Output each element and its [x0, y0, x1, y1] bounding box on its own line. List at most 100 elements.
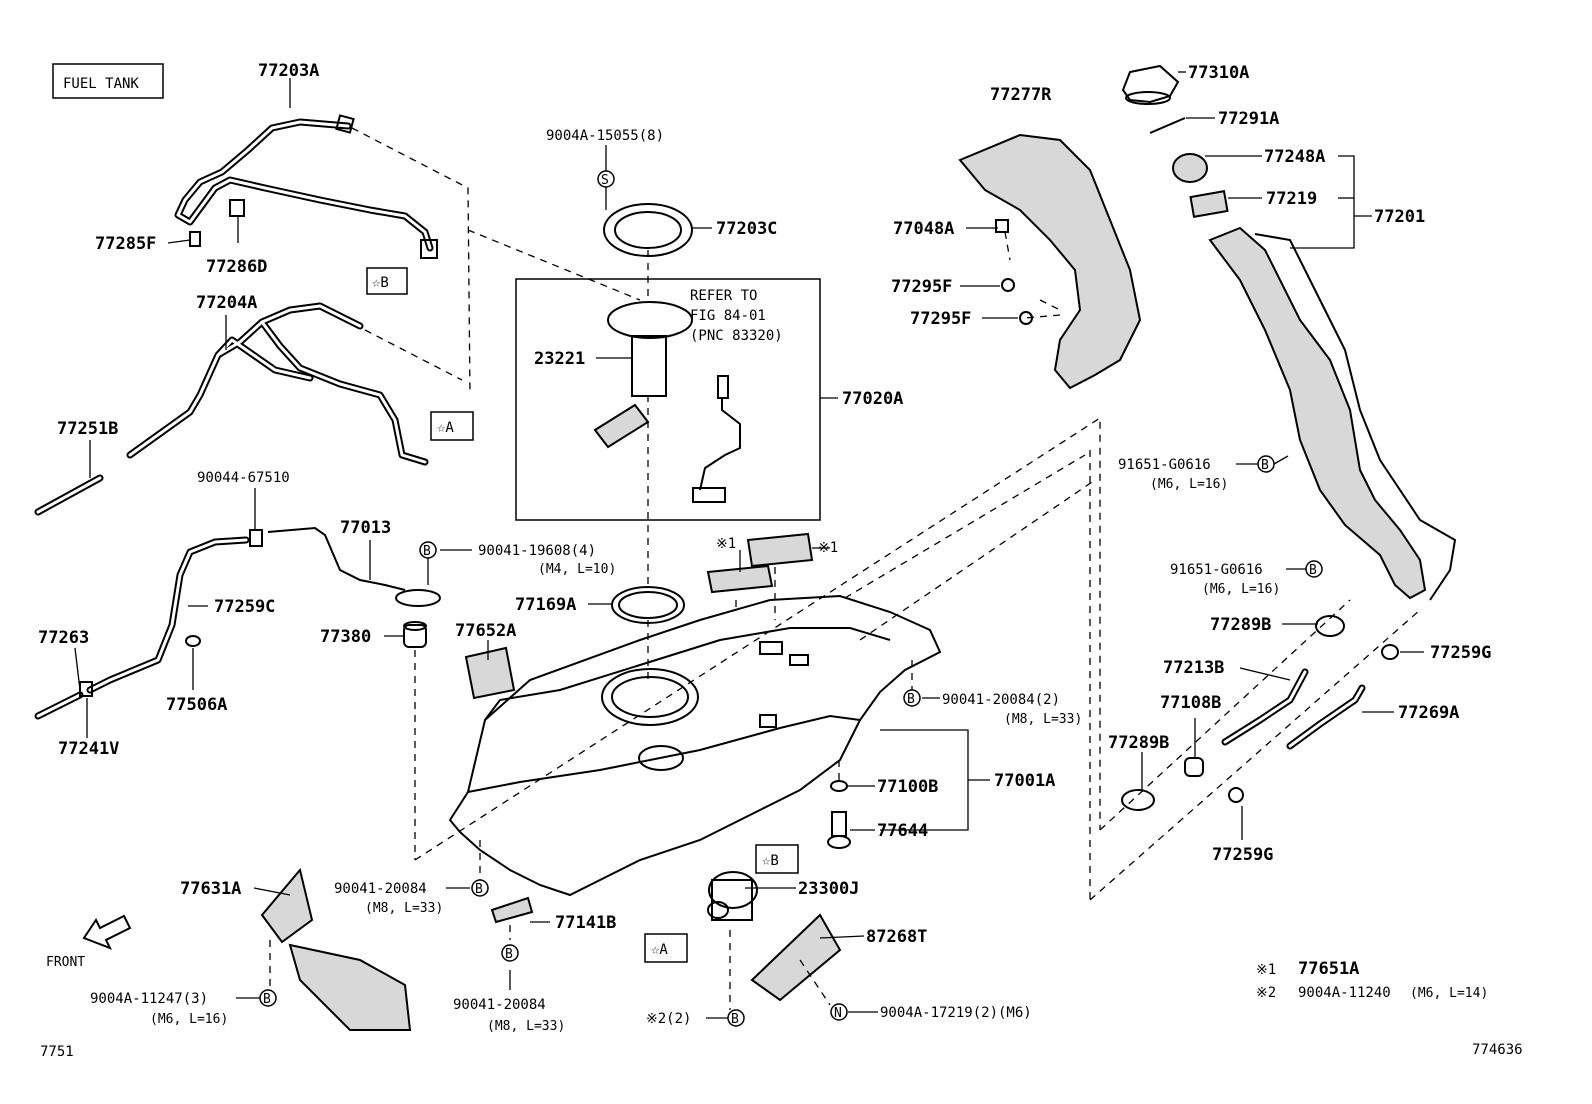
label-91651-G0616-a-spec: (M6, L=16) [1150, 477, 1228, 492]
legend-note2-part: 9004A-11240 [1298, 985, 1391, 1001]
marker-star-b-top: ☆B [366, 267, 408, 295]
gasket-77248A[interactable] [1172, 153, 1208, 183]
svg-text:B: B [423, 544, 431, 559]
washer-77100B[interactable] [830, 780, 848, 792]
label-91651-G0616-b: 91651-G0616 [1170, 562, 1263, 578]
label-91651-G0616-a: 91651-G0616 [1118, 457, 1211, 473]
pads-77651A[interactable] [706, 532, 814, 594]
label-90041-20084-left-spec: (M8, L=33) [365, 901, 443, 916]
svg-text:B: B [505, 947, 513, 962]
strap-77291A[interactable] [1149, 117, 1186, 134]
svg-text:S: S [601, 173, 609, 188]
clip-77259G-b[interactable] [1228, 787, 1244, 803]
gasket-77169A[interactable] [611, 586, 685, 624]
hose-77269A[interactable] [1286, 684, 1366, 750]
refer-line-1: REFER TO [690, 288, 757, 304]
svg-text:B: B [263, 992, 271, 1007]
cap-77310A[interactable] [1121, 64, 1180, 105]
bracket-77141B[interactable] [490, 896, 534, 924]
label-77201: 77201 [1374, 207, 1425, 227]
hose-77213B[interactable] [1221, 668, 1309, 746]
hose-77263[interactable] [34, 691, 84, 720]
fuel-tank-77001A[interactable] [448, 594, 942, 897]
legend-note2-mark: ※2 [1256, 985, 1276, 1001]
clamp-77289B-b[interactable] [1121, 789, 1155, 811]
label-77108B: 77108B [1160, 693, 1221, 713]
part-labels: 77203A 77285F 77286D 77204A 77251B 90044… [38, 61, 1491, 1034]
front-label: FRONT [46, 955, 85, 970]
marker-circle-s: S [597, 170, 615, 188]
clip-77285F[interactable] [189, 231, 201, 247]
canister-23300J[interactable] [707, 871, 758, 921]
retainer-ring-77203C[interactable] [603, 203, 693, 257]
label-77380: 77380 [320, 627, 371, 647]
marker-circle-b-7: B [1257, 455, 1275, 473]
marker-circle-b-6: B [727, 1009, 745, 1027]
label-77644: 77644 [877, 821, 928, 841]
marker-circle-b-2: B [903, 689, 921, 707]
protector-77277R[interactable] [958, 133, 1142, 390]
label-91651-G0616-b-spec: (M6, L=16) [1202, 582, 1280, 597]
label-90044-67510: 90044-67510 [197, 470, 290, 486]
label-77219: 77219 [1266, 189, 1317, 209]
clip-77286D[interactable] [229, 199, 245, 217]
note-mark-1a: ※1 [716, 536, 736, 552]
label-23221: 23221 [534, 349, 585, 369]
label-23300J: 23300J [798, 879, 859, 899]
protector-87268T[interactable] [750, 913, 842, 1002]
label-90041-20084-bottom: 90041-20084 [453, 997, 546, 1013]
label-90041-19608-spec: (M4, L=10) [538, 562, 616, 577]
legend-note1-part: 77651A [1298, 959, 1359, 979]
label-77506A: 77506A [166, 695, 227, 715]
filler-pipe-77201[interactable] [1208, 226, 1457, 601]
protector-77631A[interactable] [260, 867, 412, 1031]
label-77203A: 77203A [258, 61, 319, 81]
label-9004A-11247-spec: (M6, L=16) [150, 1012, 228, 1027]
pad-77652A[interactable] [464, 646, 516, 700]
marker-star-a-top: ☆A [430, 411, 474, 441]
part-77108B[interactable] [1184, 757, 1204, 777]
circle-markers: S B B B B B B N B B [259, 170, 1323, 1027]
section-title-box: FUEL TANK [52, 63, 164, 99]
vent-hose-77259C[interactable] [86, 536, 250, 694]
tube-77013[interactable] [267, 526, 406, 591]
fuel-tube-77203A[interactable] [174, 114, 438, 259]
bolt-77295F-a[interactable] [1001, 278, 1015, 292]
ring-77219[interactable] [1189, 190, 1229, 218]
label-9004A-17219: 9004A-17219(2)(M6) [880, 1005, 1032, 1021]
marker-circle-b-4: B [501, 944, 519, 962]
fitting-90044-67510[interactable] [249, 529, 263, 547]
label-87268T: 87268T [866, 927, 927, 947]
part-77380[interactable] [403, 621, 427, 648]
label-9004A-15055: 9004A-15055(8) [546, 128, 664, 144]
label-77259G-b: 77259G [1212, 845, 1273, 865]
label-77001A: 77001A [994, 771, 1055, 791]
clip-77048A[interactable] [995, 219, 1009, 233]
clamp-77289B-a[interactable] [1315, 615, 1345, 637]
label-77241V: 77241V [58, 739, 119, 759]
label-77259G-a: 77259G [1430, 643, 1491, 663]
marker-circle-b-3: B [471, 879, 489, 897]
label-77259C: 77259C [214, 597, 275, 617]
label-77013: 77013 [340, 518, 391, 538]
label-77048A: 77048A [893, 219, 954, 239]
breather-hose-77251B[interactable] [34, 474, 104, 516]
label-77141B: 77141B [555, 913, 616, 933]
marker-circle-b-5: B [259, 989, 277, 1007]
marker-star-a-bottom: ☆A [644, 933, 688, 963]
marker-circle-n: N [830, 1003, 848, 1021]
clip-77259G-a[interactable] [1381, 644, 1399, 660]
label-9004A-11247: 9004A-11247(3) [90, 991, 208, 1007]
refer-line-2: FIG 84-01 [690, 308, 766, 324]
label-90041-20084-2-spec: (M8, L=33) [1004, 712, 1082, 727]
bolt-77644[interactable] [827, 811, 851, 849]
label-77295F-a: 77295F [891, 277, 952, 297]
grommet-77506A[interactable] [185, 635, 201, 647]
note-mark-2-count: ※2(2) [646, 1011, 691, 1027]
bracket-77013[interactable] [395, 589, 441, 607]
svg-text:☆B: ☆B [372, 275, 389, 291]
fuel-tube-77204A[interactable] [126, 302, 429, 466]
label-77251B: 77251B [57, 419, 118, 439]
legend: ※1 77651A ※2 9004A-11240 (M6, L=14) [1256, 959, 1488, 1001]
